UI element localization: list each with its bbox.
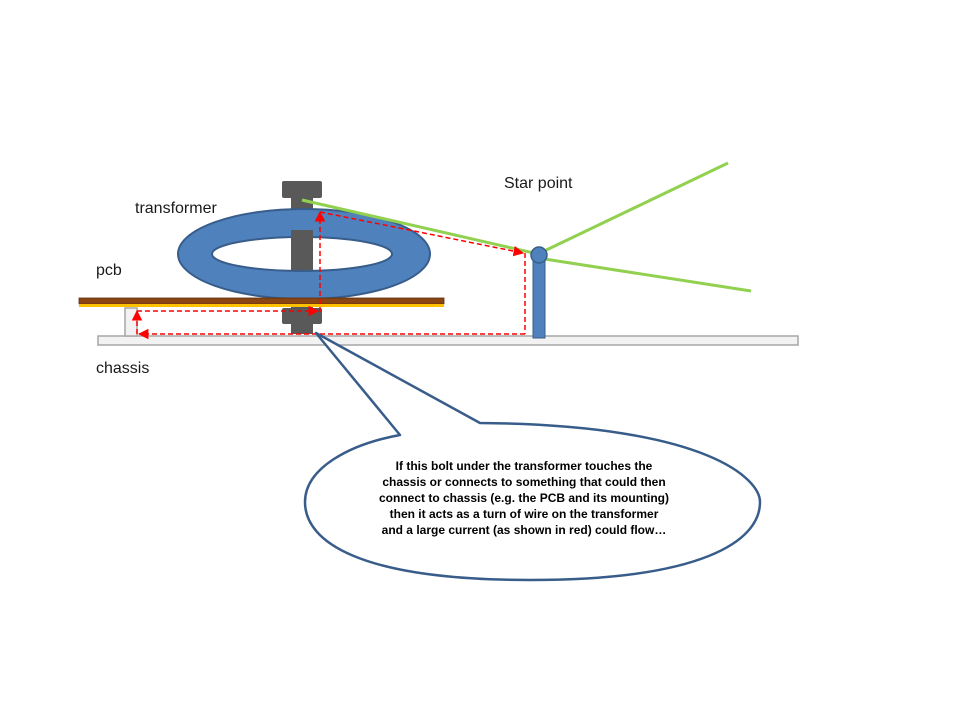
star-point-label: Star point	[504, 175, 573, 192]
pcb-standoff	[124, 307, 138, 337]
callout-text: If this bolt under the transformer touch…	[352, 458, 696, 538]
callout-line: chassis or connects to something that co…	[382, 475, 666, 489]
transformer-toroid	[176, 208, 432, 300]
green-wire-to-bolt	[301, 198, 539, 256]
bolt-head	[282, 181, 322, 198]
callout-bubble	[303, 331, 762, 582]
star-point-ball	[530, 246, 548, 264]
current-path-to-star	[319, 211, 525, 257]
current-path	[131, 210, 526, 340]
pcb-label: pcb	[96, 262, 122, 279]
green-wire-upper	[537, 161, 729, 256]
chassis-label: chassis	[96, 360, 150, 377]
bolt-shaft-front	[291, 230, 313, 270]
callout-line: If this bolt under the transformer touch…	[395, 459, 653, 473]
star-point-post	[532, 257, 546, 339]
transformer-label: transformer	[135, 200, 217, 217]
bolt-tail	[291, 320, 313, 334]
pcb-trace	[79, 304, 444, 307]
pcb-board	[78, 297, 445, 305]
callout-line: then it acts as a turn of wire on the tr…	[389, 507, 659, 521]
callout-line: and a large current (as shown in red) co…	[381, 523, 667, 537]
callout-line: connect to chassis (e.g. the PCB and its…	[378, 491, 670, 505]
chassis-plate	[97, 335, 799, 346]
green-wire-lower	[537, 256, 752, 293]
